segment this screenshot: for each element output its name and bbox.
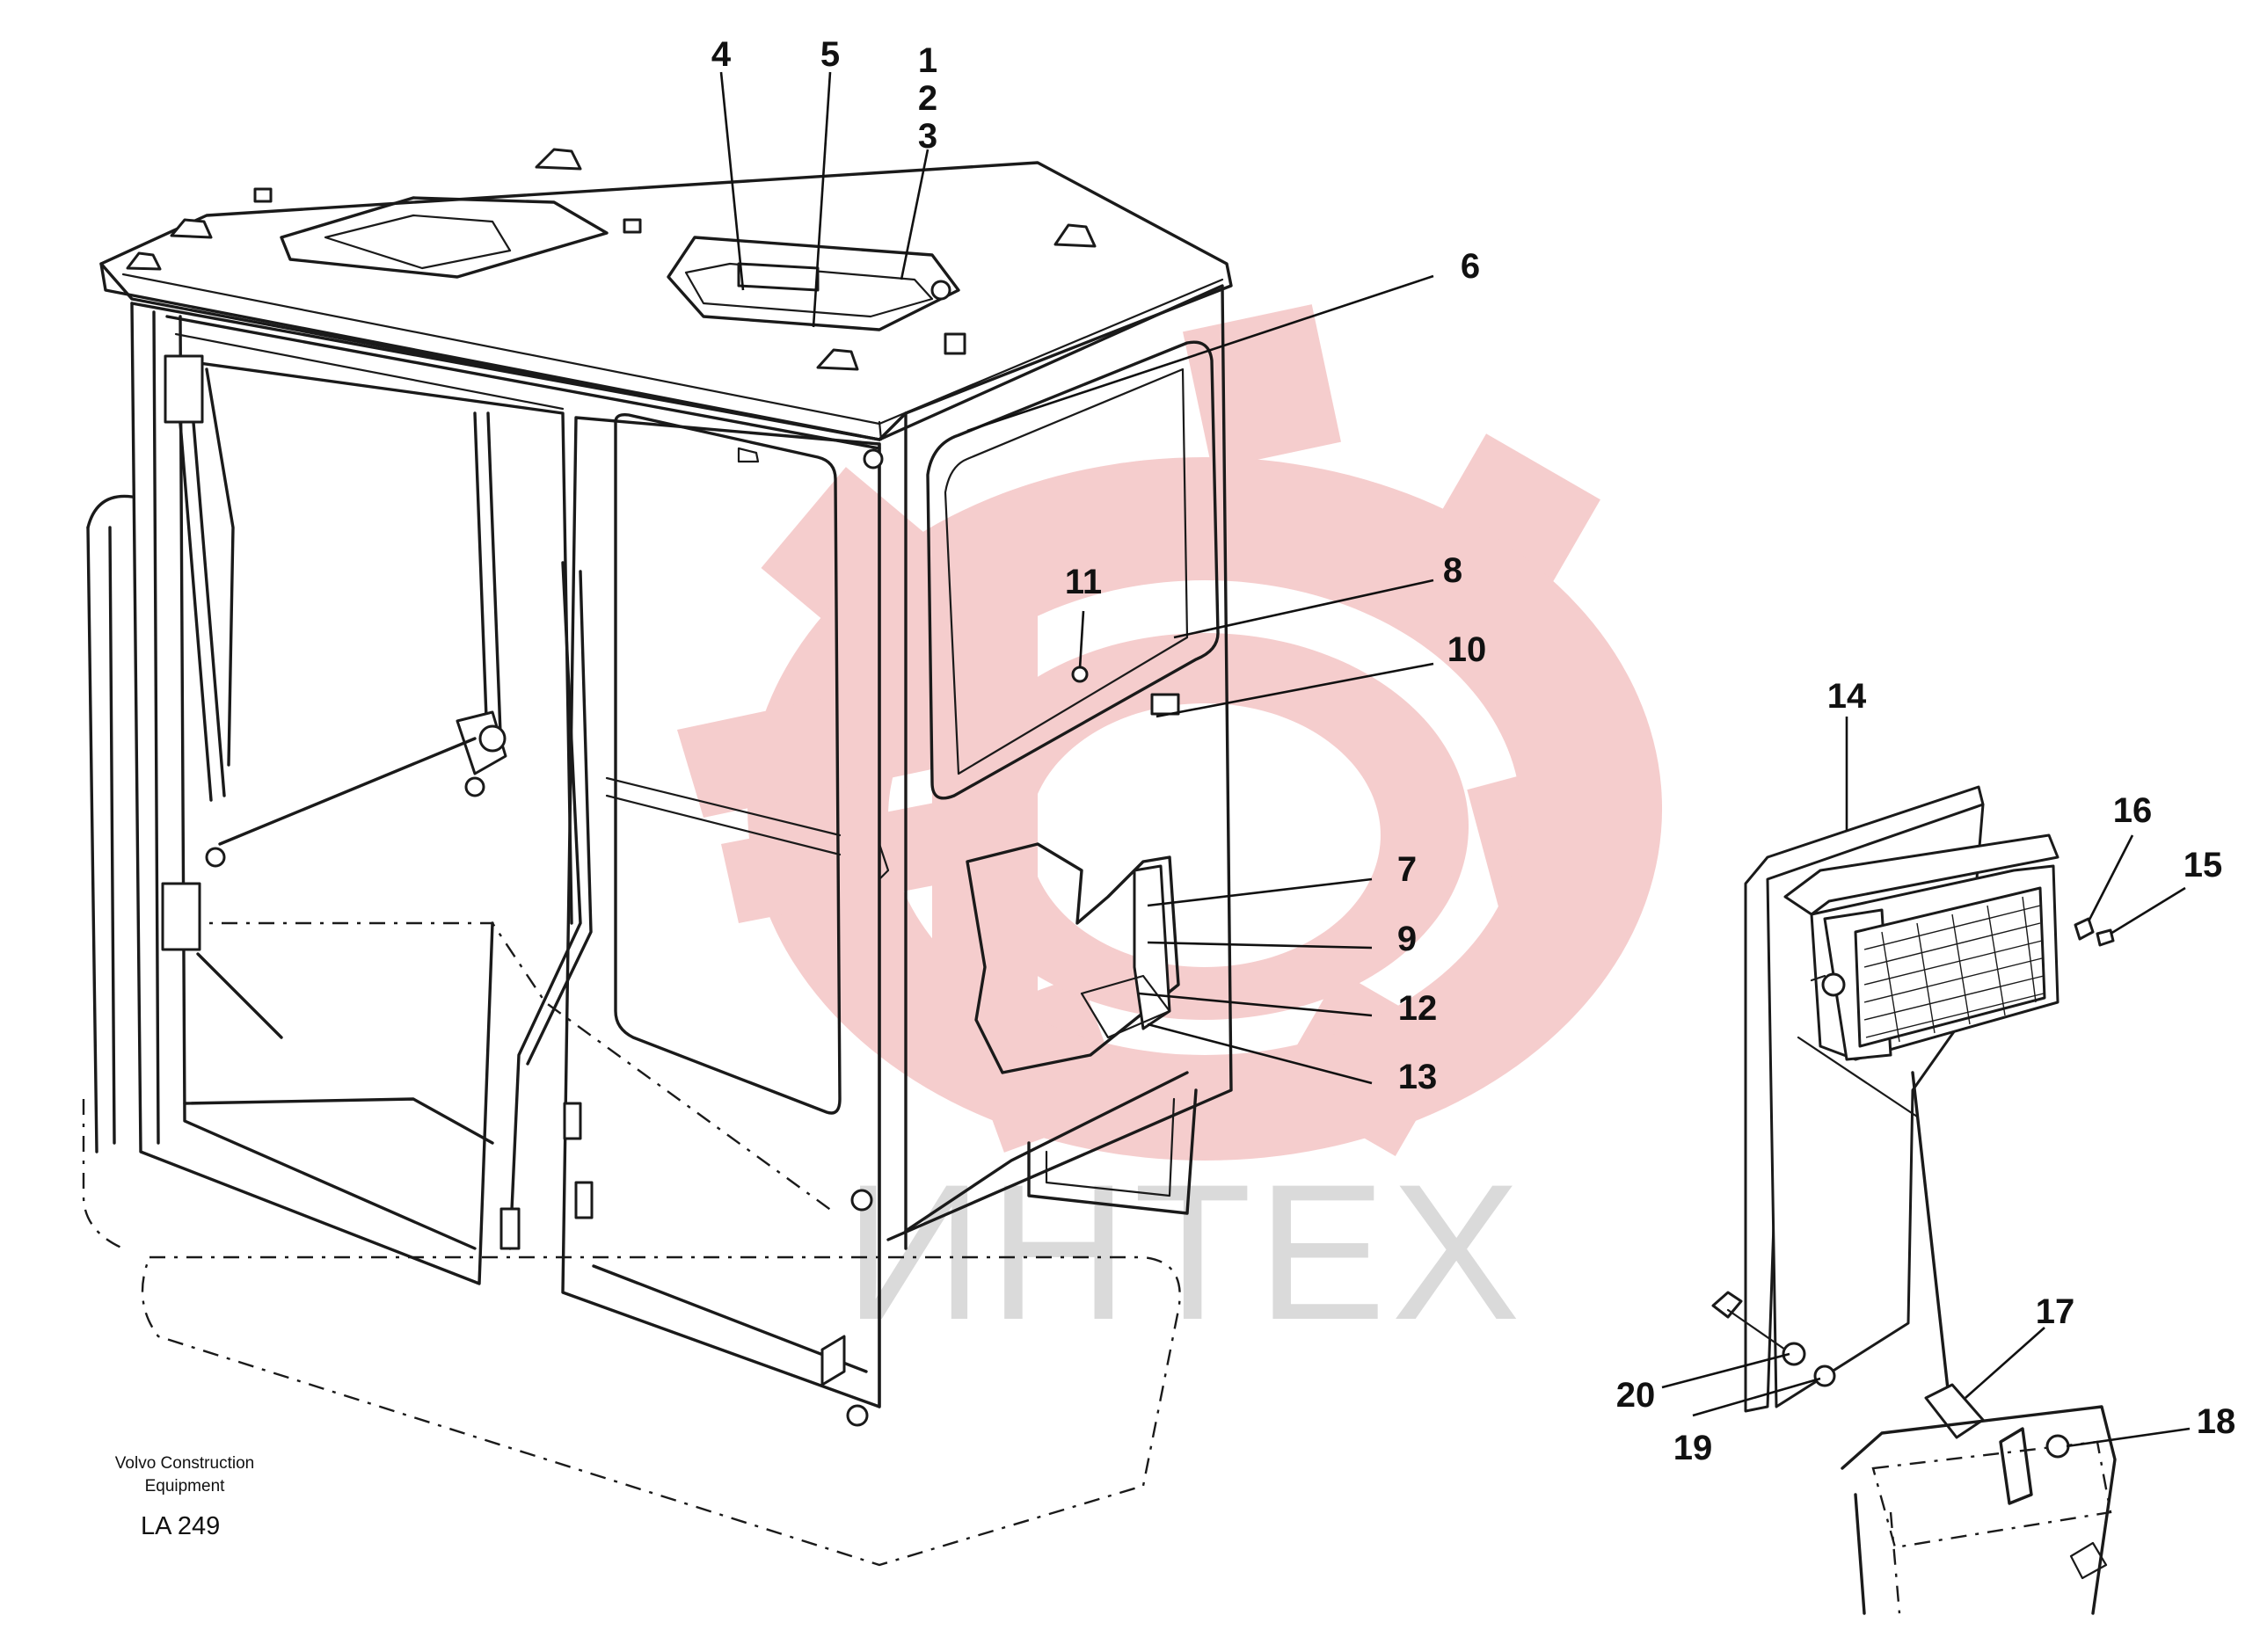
watermark-gear-logo	[677, 304, 1663, 1161]
callout-3: 3	[918, 117, 937, 156]
drawing-caption: Volvo Construction Equipment LA 249	[115, 1454, 254, 1540]
callout-4: 4	[711, 35, 732, 74]
cab-base-outline	[82, 921, 1181, 1567]
lamp-lens	[1854, 886, 2046, 1048]
nut	[1071, 666, 1089, 683]
watermark-text: ИНТЕХ	[844, 1144, 1526, 1360]
callout-6: 6	[1461, 247, 1480, 286]
callout-17: 17	[2036, 1292, 2075, 1331]
callout-19: 19	[1673, 1429, 1713, 1467]
screw	[2096, 928, 2115, 947]
bolt	[1813, 1365, 1836, 1387]
operator-cab	[86, 148, 1233, 1427]
hinge	[161, 882, 201, 951]
clip	[1150, 693, 1180, 716]
lamp-switch	[1924, 1383, 1985, 1439]
callout-16: 16	[2113, 791, 2153, 830]
roof-lug	[126, 251, 162, 271]
work-lamp-assembly	[1711, 785, 2117, 1615]
callout-13: 13	[1398, 1058, 1438, 1096]
callout-7: 7	[1397, 850, 1417, 889]
callout-8: 8	[1443, 551, 1462, 590]
drawing-code: LA 249	[141, 1512, 220, 1540]
roof-lug	[535, 148, 582, 171]
callout-numbers: 1 2 3 4 5 6 7 8 9 10 11 12 13 14 15 16 1…	[711, 35, 2235, 1467]
hinge	[164, 354, 204, 424]
mount-bolt	[2045, 1434, 2070, 1459]
callout-10: 10	[1447, 630, 1487, 669]
roof-lug	[1053, 223, 1097, 248]
roof-lug	[816, 348, 859, 371]
callout-18: 18	[2197, 1402, 2236, 1441]
washer	[1782, 1342, 1806, 1366]
callout-12: 12	[1398, 989, 1438, 1028]
callout-15: 15	[2183, 846, 2223, 884]
callout-9: 9	[1397, 920, 1417, 958]
publisher-line-1: Volvo Construction	[115, 1454, 254, 1473]
publisher-line-2: Equipment	[145, 1477, 226, 1496]
roof-lug	[170, 218, 213, 239]
watermark: ИНТЕХ	[677, 304, 1663, 1360]
callout-20: 20	[1616, 1376, 1656, 1415]
callout-5: 5	[820, 35, 840, 74]
screw	[2074, 917, 2095, 941]
callout-1: 1	[918, 41, 937, 80]
callout-11: 11	[1065, 563, 1102, 601]
callout-14: 14	[1827, 677, 1867, 716]
leader-lines	[719, 71, 2191, 1448]
roof-hatch	[667, 236, 960, 331]
callout-2: 2	[918, 79, 937, 118]
